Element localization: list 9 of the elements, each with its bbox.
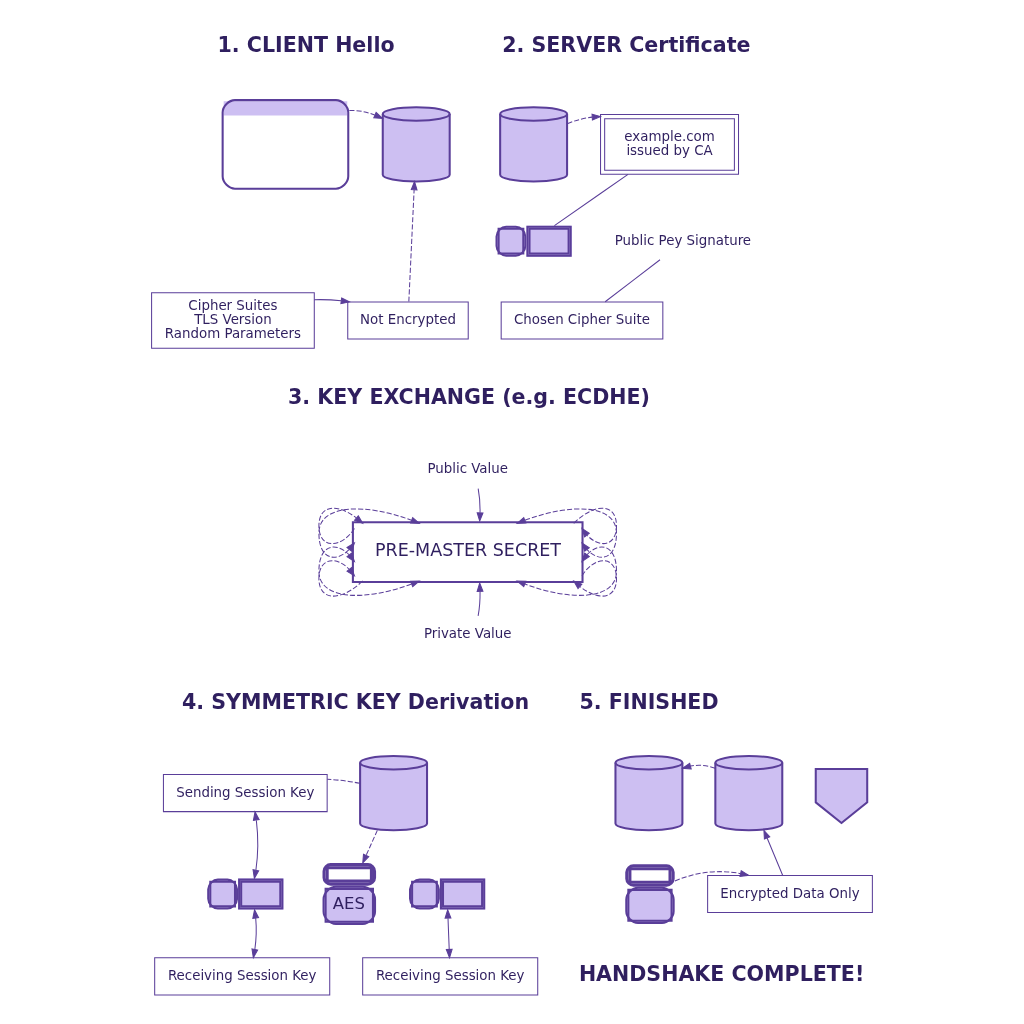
label: 5. FINISHED bbox=[578, 689, 719, 714]
label: 4. SYMMETRIC KEY Derivation bbox=[181, 689, 529, 714]
node-text: Public Pey Signature bbox=[614, 232, 751, 248]
node-text: Public Value bbox=[426, 461, 508, 477]
label: 3. KEY EXCHANGE (e.g. ECDHE) bbox=[287, 384, 650, 409]
label: 1. CLIENT Hello bbox=[216, 32, 395, 57]
label: HANDSHAKE COMPLETE! bbox=[578, 961, 864, 986]
node-text: Private Value bbox=[423, 626, 512, 642]
label: 2. SERVER Certificate bbox=[501, 32, 750, 57]
